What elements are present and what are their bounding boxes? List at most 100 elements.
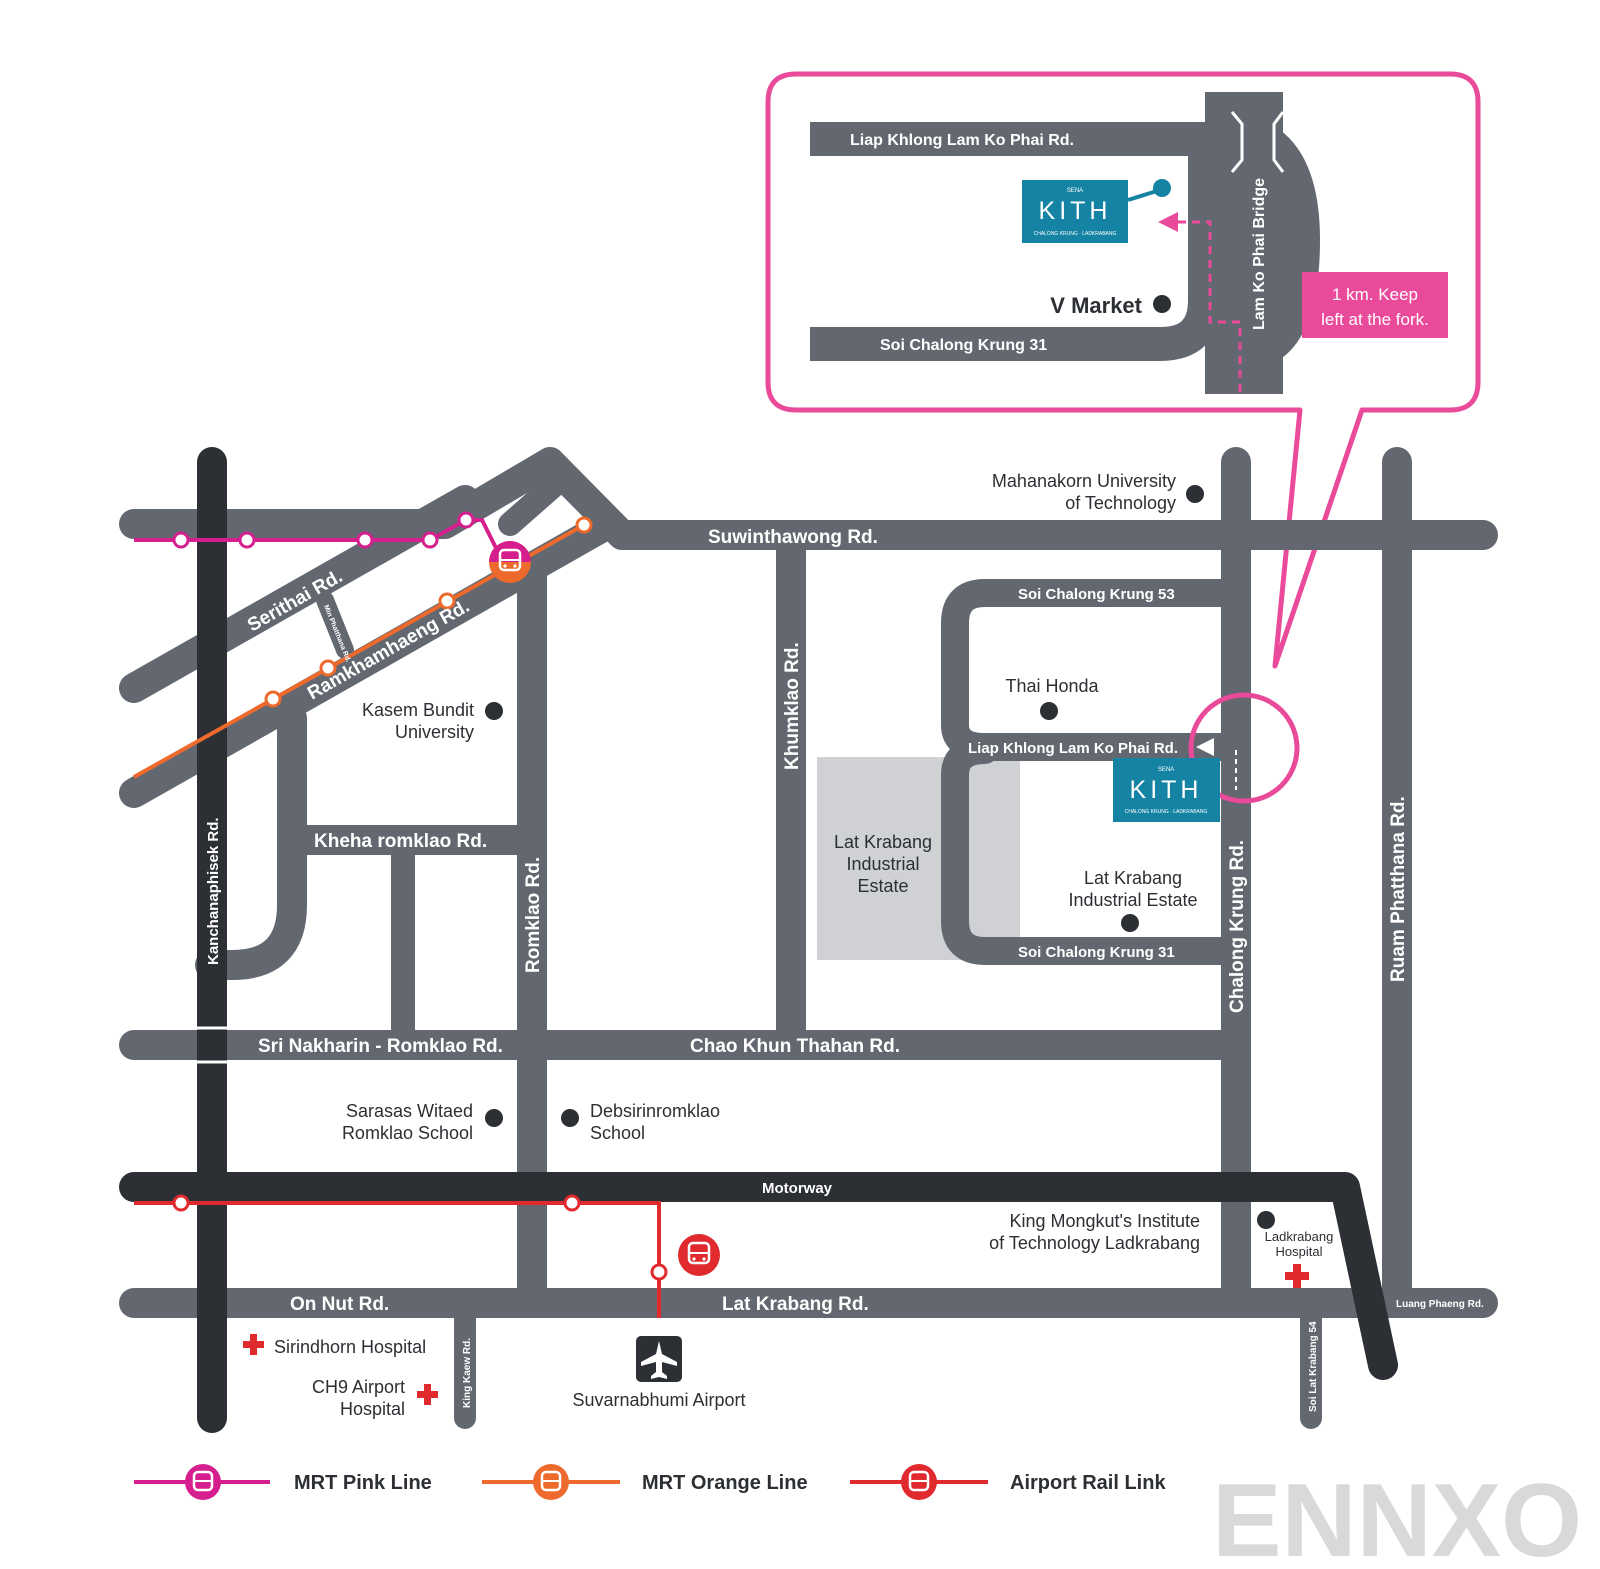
place-lk-estate-left: Industrial <box>846 854 919 874</box>
orange-station <box>264 690 282 708</box>
kith-logo-main: SENA KITH CHALONG KRUNG · LADKRABANG <box>1113 758 1220 822</box>
hospital-cross-icon <box>243 1334 264 1355</box>
label-liap-khlong: Liap Khlong Lam Ko Phai Rd. <box>968 740 1178 757</box>
pin-mahanakorn <box>1186 485 1204 503</box>
callout-bubble <box>765 71 1481 669</box>
hospital-cross-icon <box>1285 1264 1309 1288</box>
label-sri-nakharin: Sri Nakharin - Romklao Rd. <box>258 1036 503 1057</box>
kith-name: KITH <box>1039 197 1112 225</box>
kith-brand: SENA <box>1067 188 1083 194</box>
kith-brand: SENA <box>1158 767 1174 773</box>
place-sarasas: Sarasas Witaed <box>346 1101 473 1121</box>
airport-rail-link <box>134 1194 668 1318</box>
pink-station <box>457 511 475 529</box>
label-chao-khun: Chao Khun Thahan Rd. <box>690 1036 900 1057</box>
pin-lk-estate-right <box>1121 914 1139 932</box>
place-sirindhorn: Sirindhorn Hospital <box>274 1337 426 1357</box>
pink-line <box>134 511 502 557</box>
orange-train-icon <box>533 1464 569 1500</box>
label-luang-phaeng: Luang Phaeng Rd. <box>1396 1299 1484 1310</box>
airplane-icon <box>636 1336 682 1382</box>
road-soi-31-loop <box>941 736 1249 965</box>
place-thai-honda: Thai Honda <box>1005 676 1099 696</box>
callout-line2: left at the fork. <box>1321 310 1429 329</box>
interchange-station-icon <box>489 541 531 583</box>
place-kmitl: King Mongkut's Institute <box>1009 1211 1200 1231</box>
place-lk-estate-right: Industrial Estate <box>1068 890 1197 910</box>
label-romklao: Romklao Rd. <box>523 857 544 973</box>
liap-arrow <box>1196 738 1214 756</box>
label-lat-krabang: Lat Krabang Rd. <box>722 1294 869 1315</box>
road-suwinthawong <box>119 447 1498 550</box>
pink-station <box>172 531 190 549</box>
place-kasem: University <box>395 722 474 742</box>
label-ruam-phatthana: Ruam Phatthana Rd. <box>1388 796 1409 982</box>
label-kheha-romklao: Kheha romklao Rd. <box>314 831 487 852</box>
legend: MRT Pink Line MRT Orange Line Airport Ra… <box>134 1464 1166 1500</box>
legend-orange: MRT Orange Line <box>642 1472 808 1494</box>
legend-pink: MRT Pink Line <box>294 1472 432 1494</box>
place-ladkrabang-hospital: Hospital <box>1276 1244 1323 1259</box>
v-market-pin <box>1153 295 1171 313</box>
estate-area <box>964 757 1019 937</box>
pink-station <box>238 531 256 549</box>
place-ladkrabang-hospital: Ladkrabang <box>1265 1229 1334 1244</box>
inset-bridge-divider <box>1272 111 1285 173</box>
inset-bridge-divider <box>1230 111 1244 173</box>
pin-thai-honda <box>1040 702 1058 720</box>
road-motorway <box>119 1172 1398 1380</box>
orange-station <box>438 592 456 610</box>
arl-station <box>172 1194 190 1212</box>
legend-arl: Airport Rail Link <box>1010 1472 1166 1494</box>
place-lk-estate-left: Estate <box>857 876 908 896</box>
label-motorway: Motorway <box>762 1180 833 1197</box>
label-kanchanaphisek: Kanchanaphisek Rd. <box>205 817 222 965</box>
pink-station <box>356 531 374 549</box>
road-soi-53 <box>941 579 1249 761</box>
pin-sarasas <box>485 1109 503 1127</box>
label-king-kaew: King Kaew Rd. <box>462 1338 473 1408</box>
pink-station <box>421 531 439 549</box>
arl-station <box>650 1263 668 1281</box>
arl-station <box>563 1194 581 1212</box>
place-ch9: CH9 Airport <box>312 1377 405 1397</box>
place-ch9: Hospital <box>340 1399 405 1419</box>
place-debsirin: School <box>590 1123 645 1143</box>
inset-label-liap-khlong: Liap Khlong Lam Ko Phai Rd. <box>850 132 1074 149</box>
inset-label-soi-31: Soi Chalong Krung 31 <box>880 337 1047 354</box>
callout-line1: 1 km. Keep <box>1332 285 1418 304</box>
label-khumklao: Khumklao Rd. <box>782 642 803 770</box>
kith-tagline: CHALONG KRUNG · LADKRABANG <box>1034 231 1117 237</box>
road-serithai <box>119 485 480 703</box>
inset-bridge <box>1205 92 1283 394</box>
road-link <box>498 468 572 536</box>
place-airport: Suvarnabhumi Airport <box>572 1390 745 1410</box>
overpass-mark <box>192 1026 232 1064</box>
pin-kasem <box>485 702 503 720</box>
route-dashed <box>1170 220 1242 392</box>
arl-station-icon <box>678 1234 720 1276</box>
label-soi-31: Soi Chalong Krung 31 <box>1018 944 1175 961</box>
kith-tagline: CHALONG KRUNG · LADKRABANG <box>1125 809 1208 815</box>
kith-logo-inset: SENA KITH CHALONG KRUNG · LADKRABANG <box>1022 179 1171 243</box>
place-lk-estate-right: Lat Krabang <box>1084 868 1182 888</box>
inset-callout: Liap Khlong Lam Ko Phai Rd. Soi Chalong … <box>765 71 1481 669</box>
place-kasem: Kasem Bundit <box>362 700 474 720</box>
pink-train-icon <box>185 1464 221 1500</box>
place-kmitl: of Technology Ladkrabang <box>989 1233 1200 1253</box>
pin-debsirin <box>561 1109 579 1127</box>
callout-label-box <box>1302 272 1448 338</box>
inset-label-bridge: Lam Ko Phai Bridge <box>1251 178 1268 330</box>
label-on-nut: On Nut Rd. <box>290 1294 389 1315</box>
arl-train-icon <box>901 1464 937 1500</box>
road-min-phatthana <box>316 591 354 659</box>
orange-station <box>575 516 593 534</box>
place-sarasas: Romklao School <box>342 1123 473 1143</box>
orange-station <box>319 659 337 677</box>
place-lk-estate-left: Lat Krabang <box>834 832 932 852</box>
route-arrow <box>1158 212 1178 232</box>
hospital-cross-icon <box>417 1384 438 1405</box>
place-mahanakorn: Mahanakorn University <box>992 471 1176 491</box>
kith-name: KITH <box>1130 776 1203 804</box>
